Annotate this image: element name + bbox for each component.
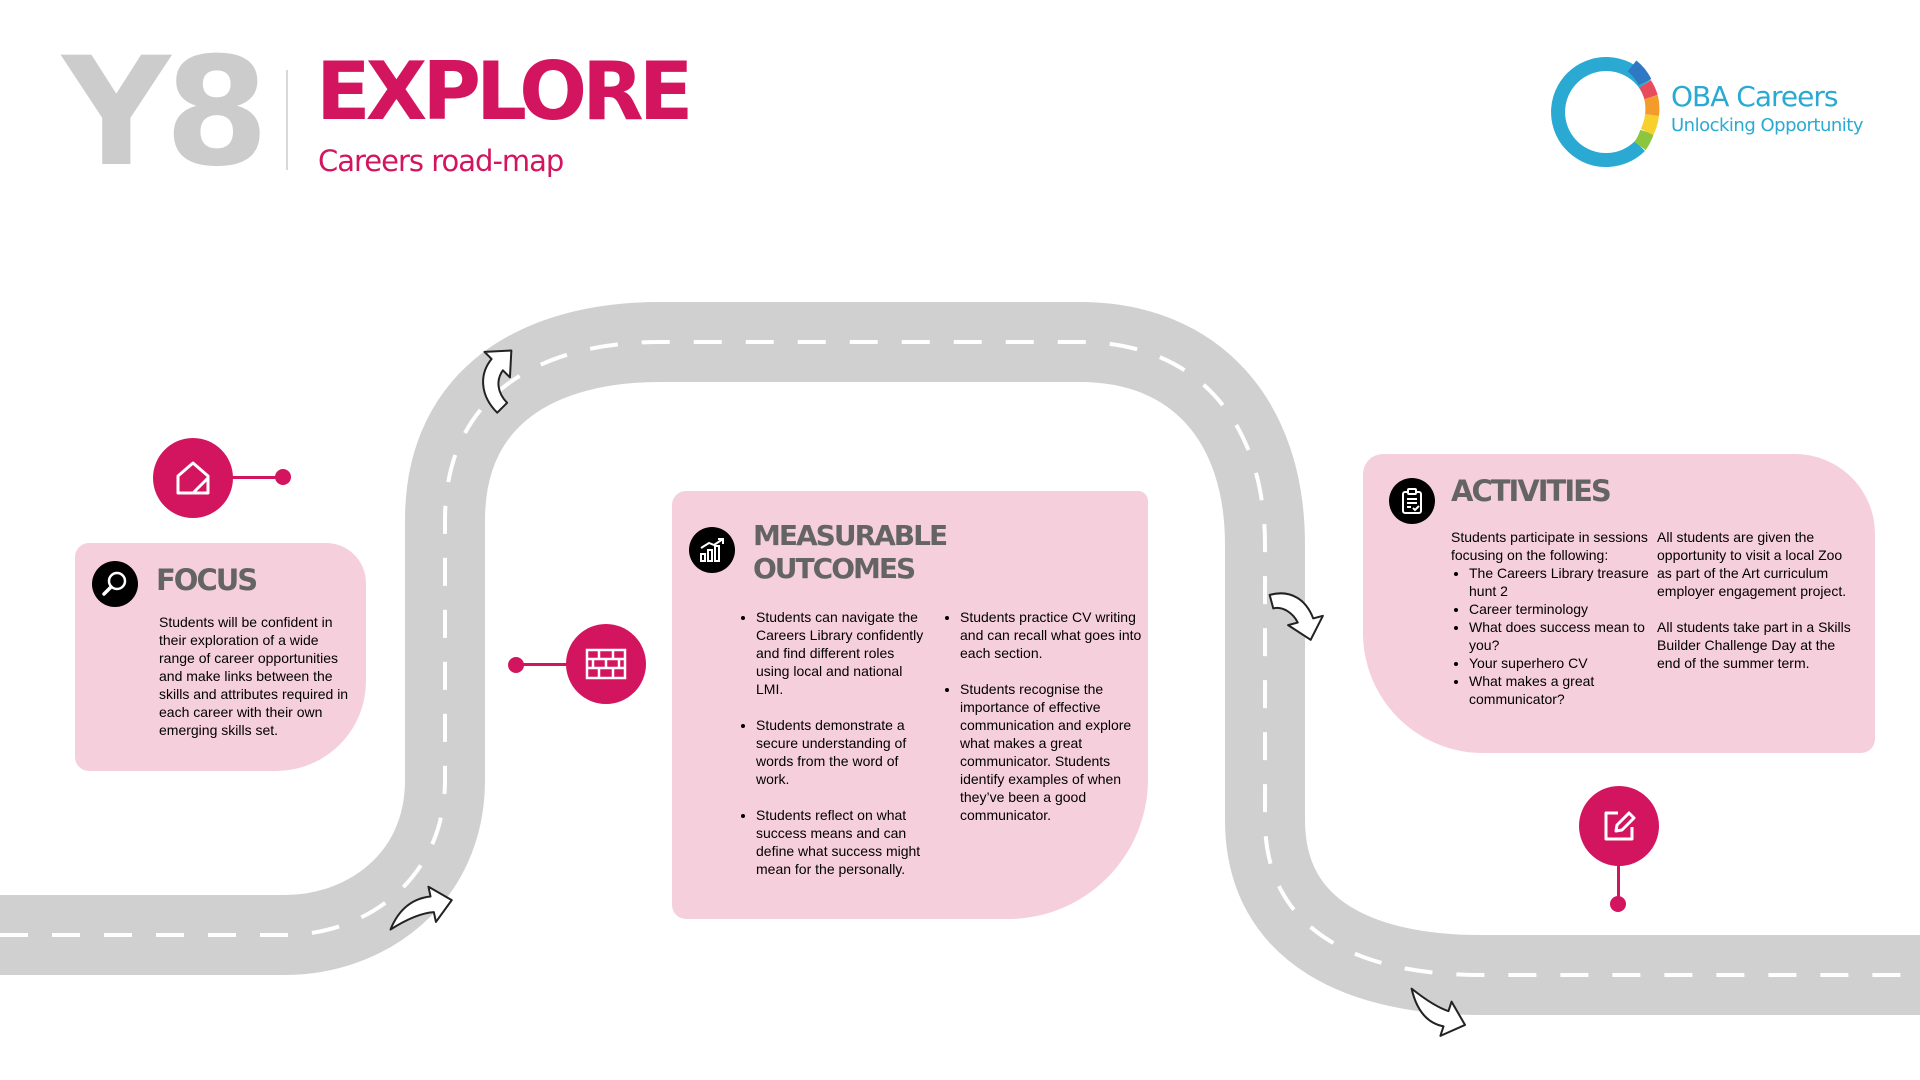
clipboard-icon xyxy=(1402,488,1422,514)
focus-text: Students will be confident in their expl… xyxy=(159,614,349,738)
edit-connector xyxy=(1617,865,1620,905)
bar-chart-icon xyxy=(700,538,724,562)
house-icon xyxy=(176,461,210,495)
activities-heading: ACTIVITIES xyxy=(1451,474,1612,508)
activities-badge xyxy=(1389,478,1435,524)
activities-card: ACTIVITIES Students participate in sessi… xyxy=(1363,454,1875,753)
brick-connector xyxy=(520,663,568,666)
logo-name: OBA Careers xyxy=(1671,80,1838,113)
activities-intro: Students participate in sessions focusin… xyxy=(1451,529,1648,563)
outcomes-column-2: Students practice CV writing and can rec… xyxy=(938,608,1145,824)
activities-list: The Careers Library treasure hunt 2 Care… xyxy=(1451,564,1651,708)
outcome-item: Students demonstrate a secure understand… xyxy=(756,716,924,788)
curved-arrow-icon xyxy=(1410,987,1467,1037)
title-divider xyxy=(286,70,288,170)
outcome-item: Students practice CV writing and can rec… xyxy=(960,608,1145,662)
curved-arrow-icon xyxy=(389,885,453,931)
node-brick xyxy=(566,624,646,704)
curved-arrow-icon xyxy=(1268,592,1324,641)
edit-icon xyxy=(1604,811,1636,841)
magnifier-icon xyxy=(102,571,127,596)
outcomes-card: MEASURABLE OUTCOMES Students can navigat… xyxy=(672,491,1148,919)
focus-heading: FOCUS xyxy=(156,563,258,597)
outcome-item: Students recognise the importance of eff… xyxy=(960,680,1145,824)
brick-pin xyxy=(508,657,524,673)
home-pin xyxy=(275,469,291,485)
page-subtitle: Careers road-map xyxy=(318,144,564,178)
focus-badge xyxy=(92,561,138,607)
activities-column-2: All students are given the opportunity t… xyxy=(1657,528,1857,672)
activity-item: What makes a great communicator? xyxy=(1469,672,1651,708)
page-title: EXPLORE xyxy=(316,45,693,138)
brick-wall-icon xyxy=(585,648,627,680)
oba-careers-logo: OBA Careers Unlocking Opportunity xyxy=(1550,52,1870,167)
year-label: Y8 xyxy=(62,26,269,200)
edit-pin xyxy=(1610,896,1626,912)
logo-mark-icon xyxy=(1551,57,1660,167)
activity-item: Career terminology xyxy=(1469,600,1651,618)
outcome-item: Students can navigate the Careers Librar… xyxy=(756,608,924,698)
activity-item: What does success mean to you? xyxy=(1469,618,1651,654)
home-connector xyxy=(232,476,282,479)
activities-column-1: Students participate in sessions focusin… xyxy=(1451,528,1651,708)
node-edit xyxy=(1579,786,1659,866)
outcomes-badge xyxy=(689,527,735,573)
logo-tagline: Unlocking Opportunity xyxy=(1671,115,1864,136)
node-home xyxy=(153,438,233,518)
outcome-item: Students reflect on what success means a… xyxy=(756,806,924,878)
activities-paragraph: All students are given the opportunity t… xyxy=(1657,529,1847,599)
activity-item: The Careers Library treasure hunt 2 xyxy=(1469,564,1651,600)
outcomes-heading: MEASURABLE OUTCOMES xyxy=(753,519,948,586)
focus-card: FOCUS Students will be confident in thei… xyxy=(75,543,366,771)
activities-paragraph: All students take part in a Skills Build… xyxy=(1657,619,1851,671)
outcomes-column-1: Students can navigate the Careers Librar… xyxy=(734,608,924,878)
activity-item: Your superhero CV xyxy=(1469,654,1651,672)
curved-arrow-icon xyxy=(482,349,513,414)
